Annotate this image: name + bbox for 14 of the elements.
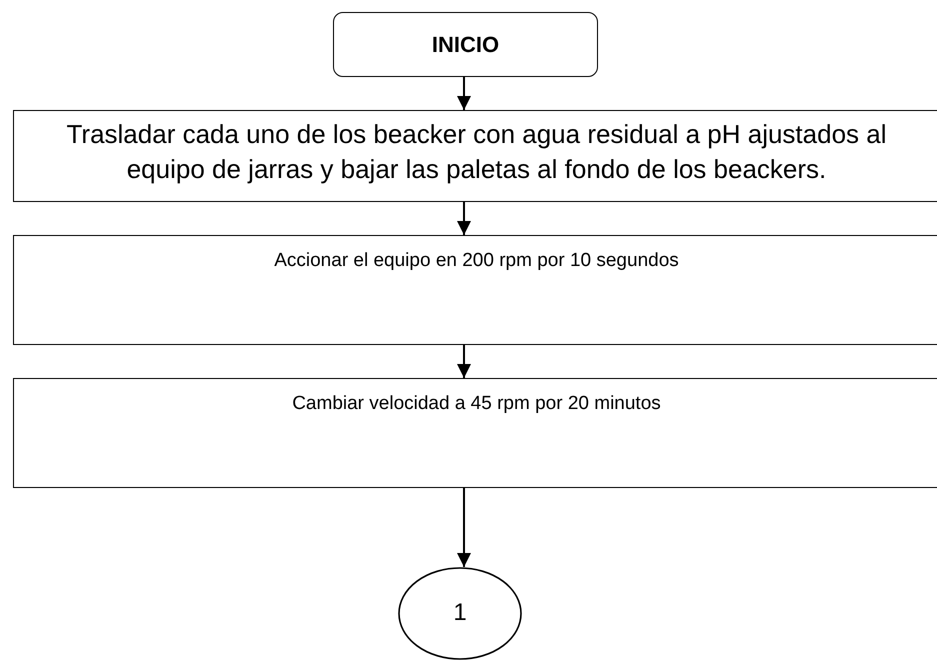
arrow — [457, 77, 471, 110]
arrow — [457, 345, 471, 378]
process-box — [13, 235, 937, 345]
step-text: Accionar el equipo en 200 rpm por 10 segundos — [274, 249, 679, 273]
terminal-label: INICIO — [432, 30, 500, 59]
arrow — [457, 488, 471, 567]
arrow — [457, 202, 471, 235]
process-box — [13, 110, 937, 202]
process-box — [13, 378, 937, 488]
start-terminal — [333, 12, 598, 77]
connector-label: 1 — [453, 598, 467, 628]
step-text: Trasladar cada uno de los beacker con agua residual a pH ajustados al equipo de jarras y bajar las paletas al fondo de los beackers. — [66, 118, 888, 186]
step-text: Cambiar velocidad a 45 rpm por 20 minutos — [292, 392, 661, 416]
connector-circle — [398, 567, 522, 660]
